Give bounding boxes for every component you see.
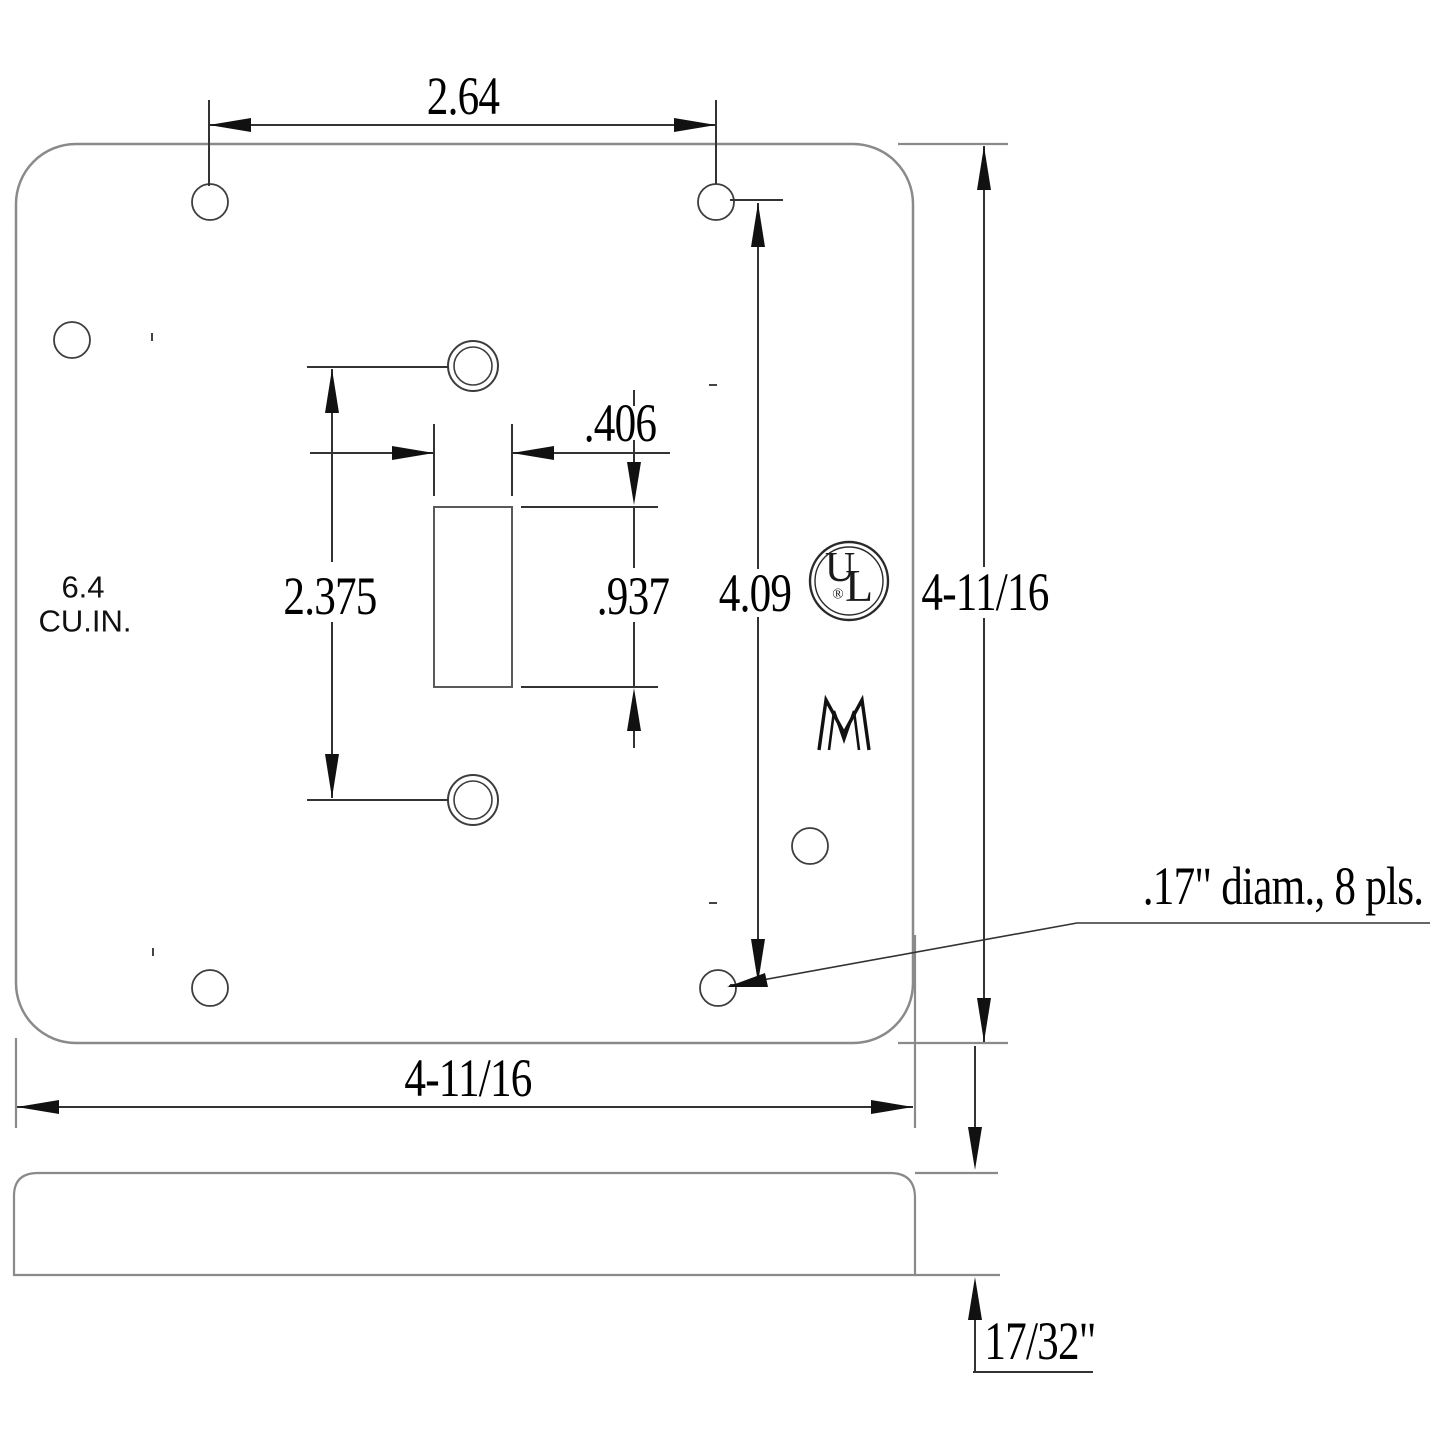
ul-logo-registered-icon: ® bbox=[832, 586, 844, 603]
ul-logo-inner-circle bbox=[814, 546, 884, 616]
arrow-up bbox=[751, 203, 765, 247]
arrow-up bbox=[325, 369, 339, 413]
plate-outline bbox=[14, 142, 915, 1045]
arrow-up bbox=[977, 146, 991, 190]
arrow-down bbox=[968, 1127, 982, 1170]
screw-hole-bottom-inner bbox=[453, 780, 493, 820]
arrow-up bbox=[968, 1277, 982, 1320]
mounting-hole-top-right bbox=[697, 183, 735, 221]
screw-hole-top-outer bbox=[447, 340, 499, 392]
dim-label-hole-spacing-vertical: 4.09 bbox=[718, 563, 792, 623]
arrow-right bbox=[392, 446, 434, 460]
ul-logo-letter-l: L bbox=[844, 560, 874, 611]
arrow-left bbox=[512, 446, 554, 460]
dim-label-opening-height: .937 bbox=[596, 566, 670, 626]
arrow-down bbox=[627, 462, 641, 505]
mounting-hole-bottom-left bbox=[191, 969, 229, 1007]
mounting-hole-bottom-right bbox=[699, 969, 737, 1007]
dim-label-plate-height: 4-11/16 bbox=[921, 562, 1049, 622]
arrow-down bbox=[325, 754, 339, 798]
mounting-hole-top-left bbox=[191, 183, 229, 221]
volume-label-value: 6.4 bbox=[61, 569, 105, 605]
arrow-right bbox=[674, 118, 716, 132]
dim-thickness bbox=[973, 1046, 1093, 1373]
dim-label-screw-spacing: 2.375 bbox=[283, 566, 377, 626]
ul-logo-letter-u: U bbox=[824, 545, 856, 591]
mounting-hole-right bbox=[791, 827, 829, 865]
volume-label-units: CU.IN. bbox=[38, 603, 132, 639]
ul-logo-outer-circle bbox=[808, 540, 890, 622]
arrow-leader bbox=[727, 973, 768, 987]
thickness-extensions bbox=[915, 1171, 1000, 1277]
arrow-right bbox=[871, 1100, 913, 1114]
screw-hole-top-inner bbox=[453, 346, 493, 386]
arrow-left bbox=[209, 118, 251, 132]
dim-height-extensions bbox=[14, 142, 1008, 1128]
dim-label-opening-width: .406 bbox=[583, 393, 657, 453]
screw-hole-bottom-outer bbox=[447, 774, 499, 826]
hole-callout-leader bbox=[728, 922, 1430, 987]
m-logo-icon bbox=[817, 694, 871, 751]
dim-label-plate-width: 4-11/16 bbox=[404, 1048, 532, 1108]
dim-937 bbox=[521, 390, 658, 748]
arrow-down bbox=[751, 939, 765, 983]
dim-label-top-hole-spacing: 2.64 bbox=[426, 66, 500, 126]
dim-label-thickness: 17/32" bbox=[984, 1311, 1096, 1371]
mounting-hole-left bbox=[53, 321, 91, 359]
side-view-outline bbox=[12, 1171, 917, 1277]
switch-opening bbox=[433, 506, 513, 688]
arrow-down bbox=[977, 998, 991, 1042]
dim-top-hole-spacing bbox=[208, 100, 717, 186]
arrow-left bbox=[17, 1100, 59, 1114]
arrow-up bbox=[627, 688, 641, 731]
hole-callout-label: .17" diam., 8 pls. bbox=[1142, 856, 1424, 916]
